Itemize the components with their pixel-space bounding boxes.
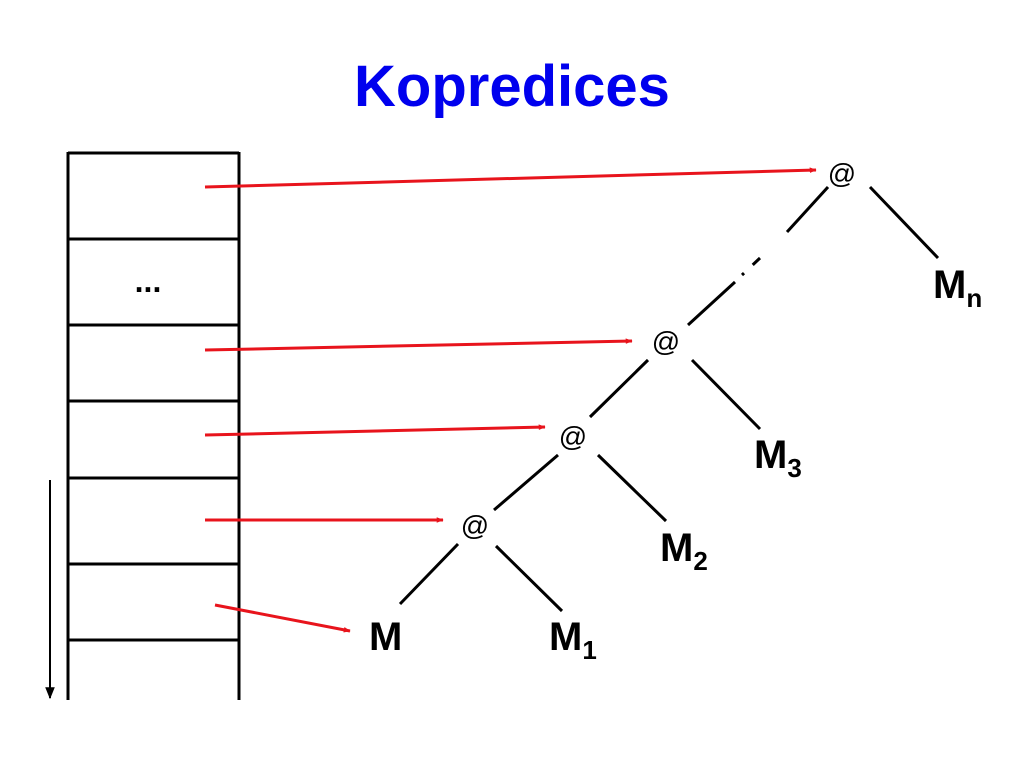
tree-edge — [690, 358, 762, 431]
leaf-base: M — [660, 526, 693, 570]
tree-edge — [588, 358, 650, 419]
leaf-subscript: n — [966, 283, 982, 313]
tree-edges — [398, 185, 940, 613]
application-node: @ — [828, 158, 856, 189]
tree-edge-elided — [740, 256, 762, 277]
tree-edge — [686, 280, 737, 327]
pointer-arrow — [214, 603, 351, 633]
tree-edge — [494, 544, 564, 613]
stack — [66, 151, 241, 700]
pointer-arrow — [204, 167, 817, 189]
application-node: @ — [461, 510, 489, 541]
tree-edge — [398, 542, 460, 606]
leaf-base: M — [549, 615, 582, 659]
leaf-mn: Mn — [933, 263, 982, 313]
leaf-m: M — [369, 615, 402, 659]
tree-edge — [493, 453, 559, 512]
tree-edge — [596, 453, 668, 523]
page-title: Kopredices — [354, 54, 670, 119]
leaf-subscript: 2 — [693, 546, 707, 576]
stack-pointers — [204, 167, 817, 633]
pointer-arrow — [204, 338, 633, 352]
application-node: @ — [559, 421, 587, 452]
application-node: @ — [652, 326, 680, 357]
leaf-base: M — [933, 263, 966, 307]
leaf-m3: M3 — [754, 433, 802, 483]
leaf-m1: M1 — [549, 615, 597, 665]
leaf-m2: M2 — [660, 526, 708, 576]
leaf-subscript: 1 — [582, 635, 596, 665]
tree-edge — [785, 185, 830, 234]
stack-ellipsis: ... — [135, 263, 162, 299]
pointer-arrow — [204, 424, 546, 437]
leaf-base: M — [754, 433, 787, 477]
tree-edge — [868, 185, 940, 260]
leaf-subscript: 3 — [787, 453, 801, 483]
